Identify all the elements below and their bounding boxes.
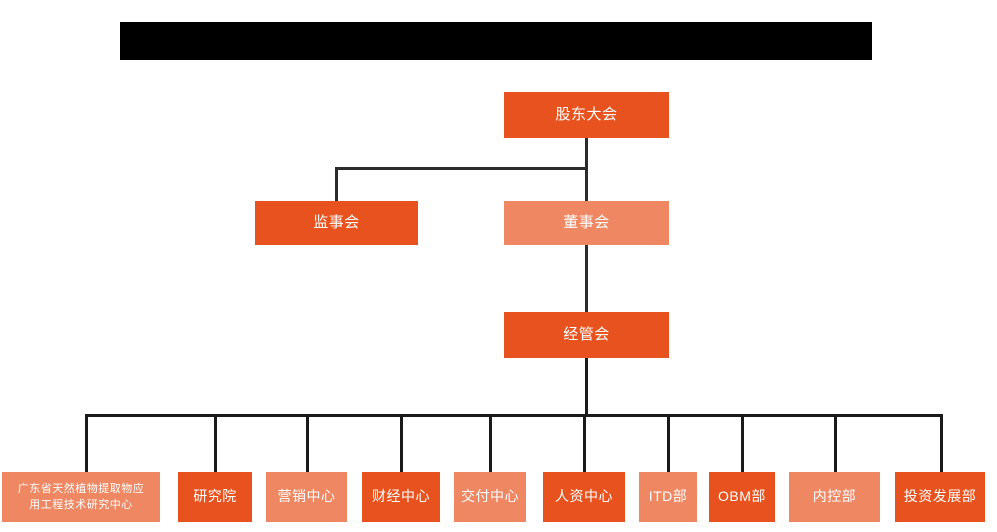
- connector-drop-research-institute: [214, 414, 217, 472]
- node-internal-control-department[interactable]: 内控部: [789, 472, 880, 522]
- connector-drop-board-of-supervisors: [335, 167, 338, 201]
- node-finance-center[interactable]: 财经中心: [362, 472, 440, 522]
- connector-drop-guangdong-research-center: [85, 414, 88, 472]
- node-investment-development-department[interactable]: 投资发展部: [895, 472, 985, 522]
- node-marketing-center[interactable]: 营销中心: [266, 472, 347, 522]
- node-label-line-1: 广东省天然植物提取物应: [17, 482, 145, 495]
- node-obm-department[interactable]: OBM部: [709, 472, 775, 522]
- connector-drop-delivery-center: [489, 414, 492, 472]
- connector-drop-board-of-directors: [585, 167, 588, 201]
- node-research-institute[interactable]: 研究院: [178, 472, 252, 522]
- connector-drop-obm-department: [741, 414, 744, 472]
- node-management-committee[interactable]: 经管会: [504, 312, 669, 358]
- node-label-line-2: 用工程技术研究中心: [29, 499, 133, 511]
- node-shareholders-meeting[interactable]: 股东大会: [504, 92, 669, 138]
- connector-drop-internal-control-department: [834, 414, 837, 472]
- connector-management-to-department-rail: [585, 358, 588, 416]
- node-board-of-supervisors[interactable]: 监事会: [255, 201, 418, 245]
- connector-department-rail: [86, 414, 943, 417]
- node-hr-center[interactable]: 人资中心: [543, 472, 625, 522]
- connector-drop-investment-development-department: [940, 414, 943, 472]
- node-delivery-center[interactable]: 交付中心: [454, 472, 526, 522]
- connector-drop-hr-center: [583, 414, 586, 472]
- connector-directors-to-management: [585, 245, 588, 312]
- connector-drop-marketing-center: [306, 414, 309, 472]
- node-guangdong-research-center[interactable]: 广东省天然植物提取物应 用工程技术研究中心: [2, 472, 160, 522]
- connector-rail-level2: [335, 167, 587, 170]
- redacted-title-bar: [120, 22, 872, 60]
- node-itd-department[interactable]: ITD部: [639, 472, 697, 522]
- connector-drop-itd-department: [667, 414, 670, 472]
- connector-shareholders-to-rail: [585, 138, 588, 168]
- connector-drop-finance-center: [400, 414, 403, 472]
- node-board-of-directors[interactable]: 董事会: [504, 201, 669, 245]
